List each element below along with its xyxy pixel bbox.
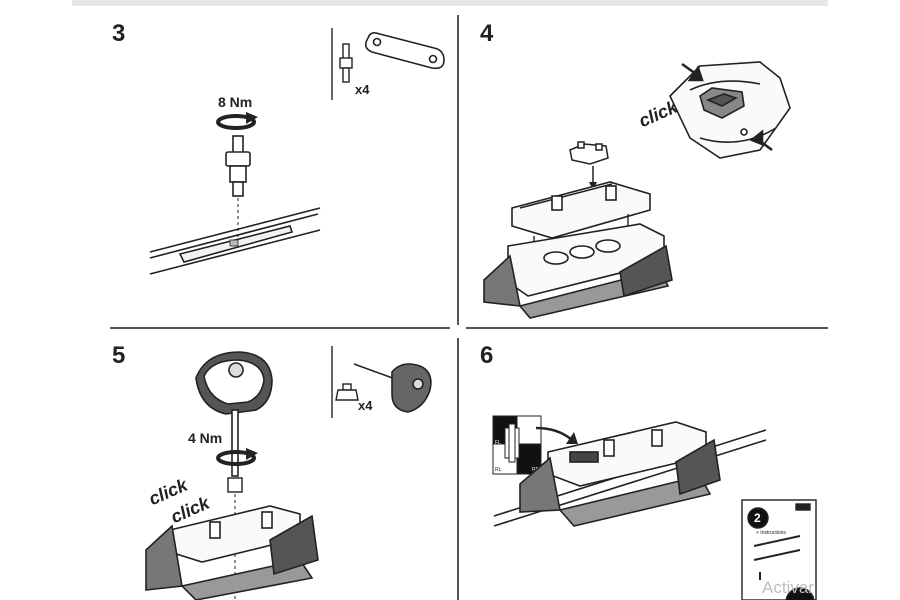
rotate-arrow-icon-2 [216,450,256,466]
torque-key-part-icon [353,363,432,413]
rotate-arrow-icon [216,114,256,130]
assembled-foot-part [519,421,721,527]
horizontal-divider-right [466,327,828,329]
foot-assembly-part [145,505,319,600]
vertical-divider-top [457,15,459,325]
sticker-arrow-icon [535,426,573,441]
step-3-torque: 8 Nm [218,94,253,110]
position-label-fl: FL [495,440,501,446]
position-legend: FL RL RR [492,415,542,475]
rotate-arrow-head-icon [246,112,258,124]
horizontal-divider-left [110,327,450,329]
booklet-step-number: 2 [754,511,761,525]
position-label-rl: RL [495,467,502,473]
bolt-part-icon [339,43,353,83]
stud-icon [225,135,251,197]
top-border [72,0,828,6]
step-3-quantity: x4 [355,82,370,97]
step-3-number: 3 [112,20,126,47]
step-4-number: 4 [480,20,494,47]
step-6-number: 6 [480,342,494,369]
nut-part-icon [335,383,359,401]
clip-arrow-icons [681,62,773,151]
instruction-booklet-icon [741,499,817,600]
small-clip-icon [569,141,609,165]
step-5-number: 5 [112,342,126,369]
vertical-divider-bottom [457,338,459,600]
step-5-quantity: x4 [358,398,373,413]
foot-rail-part [511,181,651,239]
activation-watermark: Activar [762,578,814,597]
torque-key-icon [195,351,273,477]
foot-base-part [483,223,673,319]
step-5-torque: 4 Nm [188,430,223,446]
nut-on-key-icon [227,477,243,493]
link-plate-icon [364,32,445,70]
rotate-arrow-head-icon-2 [246,448,258,460]
booklet-title: > Instructions [756,530,786,536]
